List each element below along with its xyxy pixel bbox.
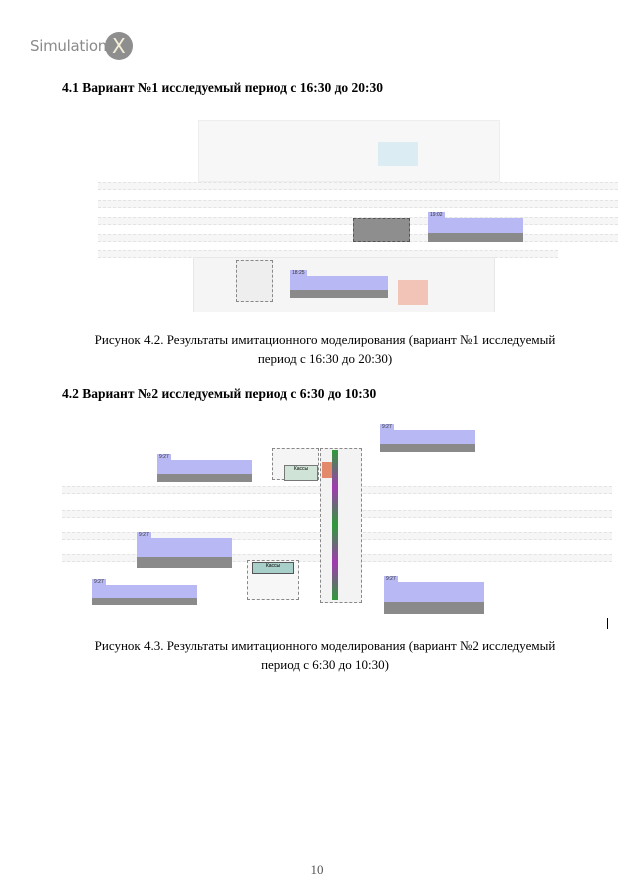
crowd-zone: [353, 218, 410, 242]
callout-box: 9:27: [384, 576, 484, 614]
entrance-zone: [236, 260, 273, 302]
caption-line: период с 6:30 до 10:30): [261, 657, 389, 672]
callout-box: 9:27: [157, 454, 252, 482]
figure-4-3-simulation: Кассы Кассы 9:27 9:27 9:27 9:27 9:27: [62, 420, 612, 625]
callout-box: 9:27: [137, 532, 232, 568]
section-heading-4-2: 4.2 Вариант №2 исследуемый период с 6:30…: [62, 386, 377, 401]
caption-line: Рисунок 4.2. Результаты имитационного мо…: [94, 332, 556, 347]
figure-4-2-simulation: 19:02 18:25: [78, 112, 620, 312]
figure-caption: Рисунок 4.3. Результаты имитационного мо…: [60, 636, 590, 674]
figure-caption: Рисунок 4.2. Результаты имитационного мо…: [60, 330, 590, 368]
caption-line: период с 16:30 до 20:30): [257, 351, 393, 366]
crowd-flow: [332, 450, 338, 600]
logo-text: Simulation: [30, 37, 107, 55]
callout-box: 9:27: [92, 579, 197, 605]
ticket-office-label: Кассы: [252, 562, 294, 574]
callout-box: 19:02: [428, 212, 523, 242]
callout-box: 9:27: [380, 424, 475, 452]
callout-box: 18:25: [290, 270, 388, 298]
section-heading-4-1: 4.1 Вариант №1 исследуемый период с 16:3…: [62, 80, 384, 95]
logo-x-mark: X: [104, 32, 133, 60]
ticket-office-label: Кассы: [284, 465, 318, 481]
page-number: 10: [310, 862, 324, 877]
simulationx-logo: Simulation X: [30, 32, 133, 60]
text-cursor: [607, 618, 608, 629]
caption-line: Рисунок 4.3. Результаты имитационного мо…: [94, 638, 556, 653]
